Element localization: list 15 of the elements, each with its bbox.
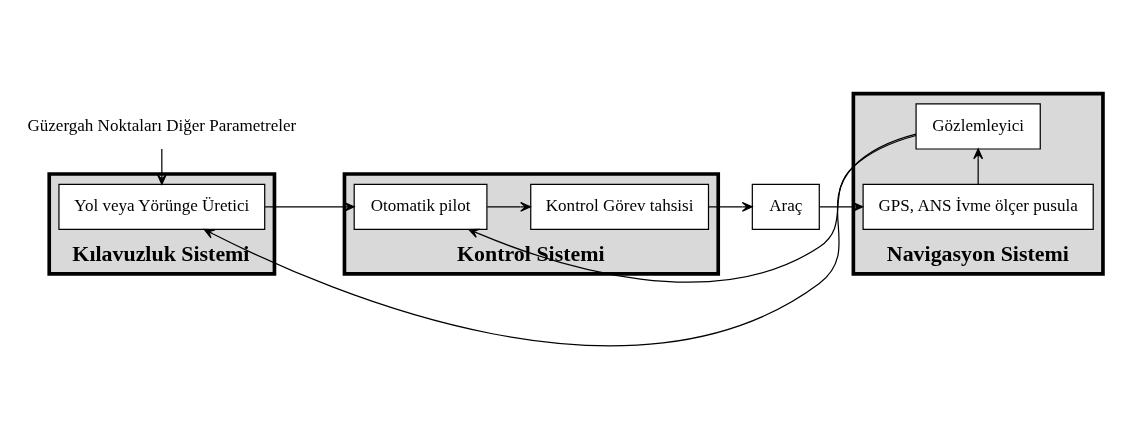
arrow [203,133,917,347]
node-box: GPS, ANS İvme ölçer pusula [862,183,1094,230]
arrow [264,201,355,212]
arrow [973,147,984,185]
arrow [708,201,753,212]
node-box: Araç [751,183,820,230]
node-box: Gözlemleyici [915,102,1041,150]
arrow [486,201,532,212]
arrow [819,201,864,212]
node-box: Otomatik pilot [353,183,488,230]
arrow [156,147,167,185]
arrow [468,134,917,282]
node-text: Güzergah Noktaları Diğer Parametreler [27,115,297,135]
node-box: Kontrol Görev tahsisi [530,183,710,230]
node-box: Yol veya Yörünge Üretici [58,183,266,230]
